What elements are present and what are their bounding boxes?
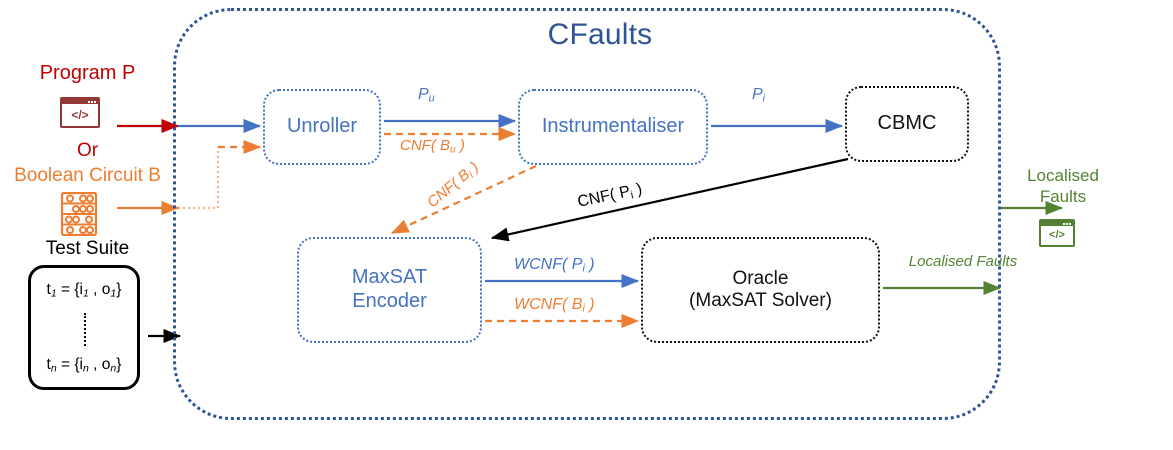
test-case-ellipsis	[84, 313, 86, 346]
abacus-icon	[60, 192, 98, 236]
module-oracle-label-line2: (MaxSAT Solver)	[689, 290, 832, 311]
module-instrumentaliser[interactable]: Instrumentaliser	[518, 89, 708, 165]
module-unroller-label: Unroller	[286, 115, 358, 138]
page-title: CFaults	[547, 18, 653, 51]
edge-label-wcnf-pi-tail: )	[584, 256, 595, 273]
edge-label-pi-sub: i	[762, 92, 766, 105]
module-maxsat-encoder-label-line1: MaxSAT	[351, 266, 428, 289]
edge-label-cnf-bu: CNF( Bu )	[400, 137, 465, 156]
edge-label-wcnf-bi-sub: i	[582, 302, 585, 315]
icon-code-glyph-output: </>	[1049, 229, 1065, 241]
edge-label-wcnf-pi-sub: i	[582, 262, 585, 275]
module-oracle-label-line1: Oracle	[732, 267, 789, 289]
icon-code-glyph: </>	[71, 108, 89, 122]
module-cbmc[interactable]: CBMC	[845, 86, 969, 162]
icon-titlebar-output	[1041, 221, 1073, 226]
edge-label-cnf-bu-base: CNF( B	[400, 137, 450, 154]
localised-faults-output-label: Localised Faults	[1027, 166, 1099, 207]
edge-label-wcnf-bi-base: WCNF( B	[514, 296, 583, 313]
test-suite-label: Test Suite	[45, 238, 130, 259]
edge-label-wcnf-bi-tail: )	[584, 296, 595, 313]
module-maxsat-encoder-label-line2: Encoder	[352, 290, 427, 312]
cfaults-container	[173, 8, 1001, 420]
edge-label-cnf-bu-sub: u	[450, 144, 456, 156]
edge-label-pu: Pu	[418, 86, 435, 105]
edge-label-localised-faults: Localised Faults	[908, 253, 1018, 270]
module-instrumentaliser-label: Instrumentaliser	[541, 115, 685, 138]
edge-label-pi: Pi	[752, 86, 765, 105]
edge-label-cnf-bu-tail: )	[455, 137, 465, 154]
edge-label-wcnf-pi-base: WCNF( P	[514, 256, 583, 273]
edge-label-wcnf-bi: WCNF( Bi )	[514, 296, 595, 315]
test-suite-box: t1 = {i1 , o1} tn = {in , on}	[28, 265, 140, 390]
or-label: Or	[76, 140, 99, 161]
code-window-icon-output: </>	[1039, 219, 1075, 247]
module-cbmc-label: CBMC	[877, 112, 937, 135]
code-window-icon: </>	[60, 97, 100, 128]
boolean-circuit-label: Boolean Circuit B	[14, 165, 161, 186]
edge-label-pi-base: P	[752, 86, 763, 103]
edge-label-pu-sub: u	[428, 92, 435, 105]
edge-label-pu-base: P	[418, 86, 429, 103]
test-case-first: t1 = {i1 , o1}	[46, 281, 122, 300]
edge-label-wcnf-pi: WCNF( Pi )	[514, 256, 595, 275]
module-maxsat-encoder[interactable]: MaxSAT Encoder	[297, 237, 482, 343]
module-unroller[interactable]: Unroller	[263, 89, 381, 165]
icon-titlebar	[62, 99, 98, 104]
module-oracle[interactable]: Oracle (MaxSAT Solver)	[641, 237, 880, 343]
program-p-label: Program P	[39, 62, 136, 84]
test-case-last: tn = {in , on}	[46, 356, 122, 375]
